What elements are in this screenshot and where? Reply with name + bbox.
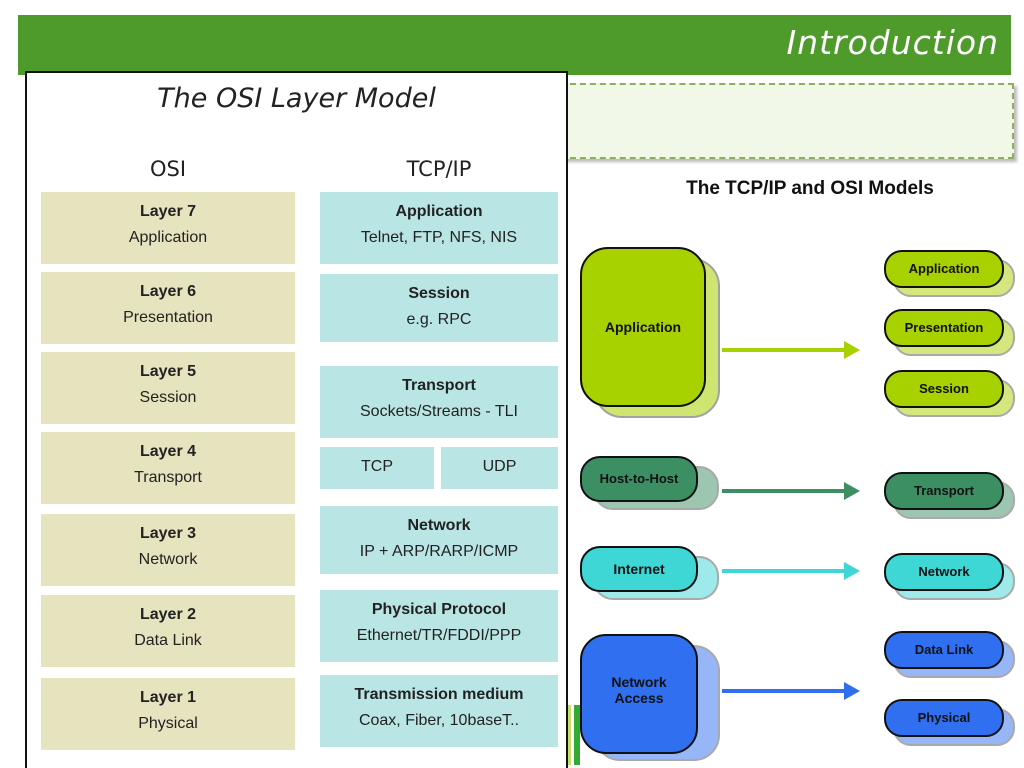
content-placeholder-box [560,83,1014,159]
osi-transport-pill: Transport [884,472,1004,510]
internet-arrow [722,562,860,580]
page-title: Introduction [786,23,999,62]
osi-layer-3: Layer 3 Network [41,514,295,586]
osi-layer-desc: Network [138,551,198,568]
osi-layer-desc: Physical [138,715,198,732]
tcpip-layer-name: Transmission medium [354,686,524,703]
osi-layer-name: Layer 7 [139,203,197,220]
header-bar: Introduction [18,15,1011,75]
pill-label: Physical [917,710,971,725]
tcpip-network-access-pill: Network Access [580,634,698,754]
osi-layer-2: Layer 2 Data Link [41,595,295,667]
pill-label: Data Link [914,642,974,657]
tcpip-internet-pill: Internet [580,546,698,592]
decorative-stripe [568,705,580,765]
osi-layer-7: Layer 7 Application [41,192,295,264]
tcpip-transmission-medium: Transmission medium Coax, Fiber, 10baseT… [320,675,558,747]
host-to-host-arrow [722,482,860,500]
osi-physical-pill: Physical [884,699,1004,737]
osi-presentation-pill: Presentation [884,309,1004,347]
pill-label: Network [611,674,667,690]
tcpip-layer-desc: IP + ARP/RARP/ICMP [359,543,519,560]
tcpip-layer-name: Application [395,203,483,220]
osi-network-pill: Network [884,553,1004,591]
pill-label: Application [908,261,980,276]
tcpip-layer-name: Session [408,285,470,302]
tcpip-application-pill: Application [580,247,706,407]
pill-label: Transport [914,483,974,498]
tcpip-column-heading: TCP/IP [406,157,472,181]
tcpip-layer-name: Transport [402,377,476,394]
tcpip-layer-desc: Sockets/Streams - TLI [360,403,518,420]
osi-layer-name: Layer 5 [139,363,197,380]
application-arrow [722,341,860,359]
tcpip-layer-desc: Telnet, FTP, NFS, NIS [360,229,518,246]
tcpip-host-to-host-pill: Host-to-Host [580,456,698,502]
osi-layer-name: Layer 4 [139,443,197,460]
tcpip-physical-protocol: Physical Protocol Ethernet/TR/FDDI/PPP [320,590,558,662]
osi-layer-desc: Application [128,229,208,246]
tcpip-layer-name: Physical Protocol [371,601,507,618]
osi-layer-desc: Session [139,389,197,406]
tcpip-network: Network IP + ARP/RARP/ICMP [320,506,558,574]
osi-layer-5: Layer 5 Session [41,352,295,424]
pill-label: Session [919,381,969,396]
pill-label: Access [614,690,664,706]
osi-layer-desc: Transport [134,469,202,486]
tcpip-transport: Transport Sockets/Streams - TLI [320,366,558,438]
osi-application-pill: Application [884,250,1004,288]
osi-session-pill: Session [884,370,1004,408]
osi-layer-6: Layer 6 Presentation [41,272,295,344]
osi-layer-desc: Data Link [134,632,202,649]
models-diagram-title: The TCP/IP and OSI Models [686,178,934,199]
tcpip-layer-desc: Ethernet/TR/FDDI/PPP [356,627,522,644]
osi-layer-name: Layer 6 [139,283,197,300]
tcpip-application: Application Telnet, FTP, NFS, NIS [320,192,558,264]
osi-layer-name: Layer 3 [139,525,197,542]
osi-layer-name: Layer 2 [139,606,197,623]
tcpip-udp: UDP [441,447,558,489]
osi-layer-1: Layer 1 Physical [41,678,295,750]
network-access-arrow [722,682,860,700]
tcpip-session: Session e.g. RPC [320,274,558,342]
osi-panel-title: The OSI Layer Model [157,83,436,114]
osi-layer-desc: Presentation [123,309,213,326]
tcpip-layer-name: Network [407,517,471,534]
pill-label: Network [918,564,970,579]
pill-label: Application [604,319,682,335]
osi-layer-4: Layer 4 Transport [41,432,295,504]
osi-column-heading: OSI [149,157,187,181]
osi-data-link-pill: Data Link [884,631,1004,669]
tcpip-layer-desc: Coax, Fiber, 10baseT.. [358,712,520,729]
tcpip-layer-desc: e.g. RPC [406,311,472,328]
pill-label: Host-to-Host [599,471,679,486]
pill-label: Internet [613,561,665,577]
pill-label: Presentation [904,320,984,335]
osi-layer-name: Layer 1 [139,689,197,706]
osi-layer-model-panel: The OSI Layer Model OSI TCP/IP Layer 7 A… [25,71,568,768]
tcpip-tcp: TCP [320,447,434,489]
